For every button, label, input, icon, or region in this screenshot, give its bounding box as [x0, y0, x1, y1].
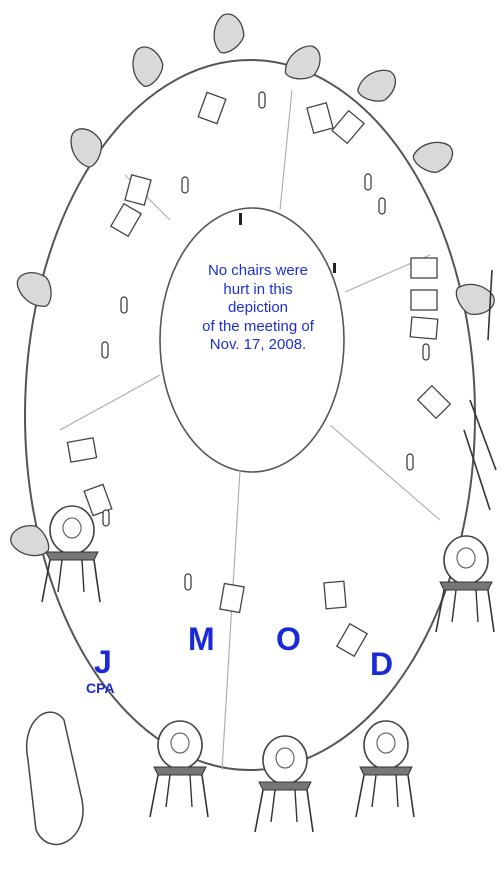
seat-label-o: O — [276, 623, 301, 655]
seat-label-j: J — [94, 646, 112, 678]
chair-icon — [27, 712, 83, 844]
seat-label-d: D — [370, 648, 393, 680]
seat-label-m: M — [188, 623, 215, 655]
caption-line: of the meeting of — [172, 318, 344, 337]
caption-line: depiction — [172, 299, 344, 318]
caption-line: No chairs were — [172, 262, 344, 281]
meeting-caption: No chairs were hurt in this depiction of… — [172, 262, 344, 355]
caption-line: hurt in this — [172, 281, 344, 300]
caption-line: Nov. 17, 2008. — [172, 336, 344, 355]
seat-label-cpa: CPA — [86, 681, 115, 695]
